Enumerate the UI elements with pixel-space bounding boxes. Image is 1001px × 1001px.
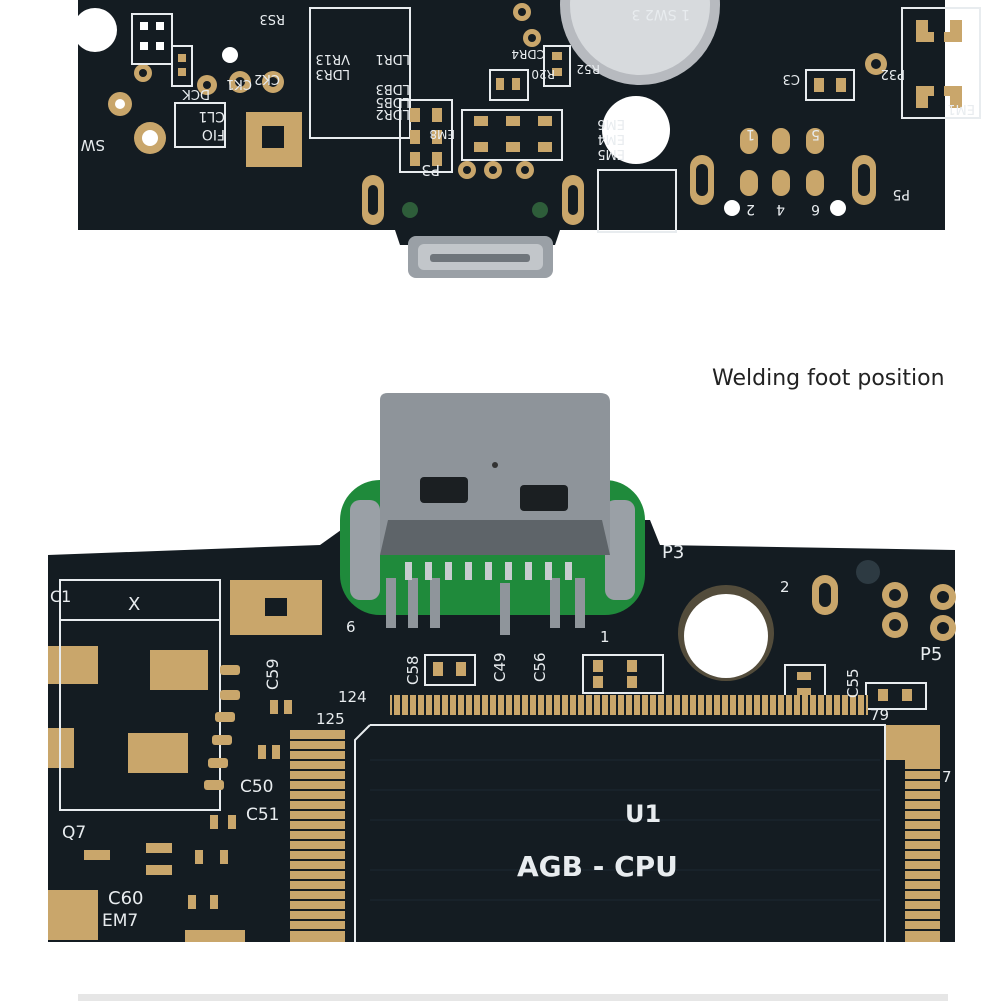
svg-text:CL1: CL1: [199, 108, 225, 124]
svg-text:C55: C55: [844, 668, 862, 698]
svg-text:EM6: EM6: [597, 116, 625, 131]
svg-text:1: 1: [600, 628, 610, 646]
top-label-p3: P3: [421, 161, 440, 179]
svg-text:C56: C56: [531, 652, 549, 682]
svg-text:CDR4: CDR4: [511, 47, 545, 61]
svg-text:C60: C60: [108, 888, 143, 909]
svg-text:1: 1: [746, 126, 755, 142]
svg-text:5: 5: [811, 126, 820, 142]
top-board: P3 EM8 EM4 EM5 EM6 P5 P32 EM1 C3 CL1 FIO…: [73, 0, 981, 278]
svg-text:EM7: EM7: [102, 911, 138, 931]
svg-text:2: 2: [746, 201, 755, 217]
svg-text:DCK: DCK: [182, 86, 210, 101]
svg-text:CK1: CK1: [226, 76, 252, 91]
svg-text:C49: C49: [491, 652, 509, 682]
svg-text:4: 4: [776, 201, 785, 217]
svg-text:X: X: [128, 594, 140, 615]
svg-text:LDR3: LDR3: [315, 66, 350, 81]
svg-text:2: 2: [780, 578, 790, 596]
svg-text:EM1: EM1: [947, 101, 975, 116]
svg-text:LDR1: LDR1: [375, 51, 410, 66]
svg-text:6: 6: [811, 201, 820, 217]
svg-text:7: 7: [942, 768, 952, 786]
caption-welding-foot-position: Welding foot position: [712, 366, 945, 391]
svg-text:C1: C1: [50, 587, 71, 606]
svg-text:P5: P5: [893, 186, 910, 202]
svg-text:VR13: VR13: [316, 51, 350, 66]
svg-text:1 SW2 3: 1 SW2 3: [632, 6, 690, 22]
svg-text:RS3: RS3: [259, 11, 285, 26]
svg-text:R52: R52: [576, 62, 600, 76]
svg-text:C50: C50: [240, 777, 274, 797]
svg-text:P5: P5: [920, 644, 942, 665]
svg-text:CK2: CK2: [254, 71, 280, 86]
svg-text:EM5: EM5: [597, 146, 625, 161]
svg-text:Q7: Q7: [62, 823, 86, 843]
svg-text:SW: SW: [80, 136, 105, 154]
svg-text:FIO: FIO: [202, 126, 225, 142]
svg-text:6: 6: [346, 618, 356, 636]
svg-text:LDB3: LDB3: [376, 81, 410, 96]
svg-text:LDR2: LDR2: [375, 106, 410, 121]
chip-label-u1: U1: [625, 800, 661, 828]
svg-text:R20: R20: [531, 67, 555, 81]
svg-text:125: 125: [316, 710, 345, 728]
svg-text:C51: C51: [246, 805, 280, 825]
svg-text:C3: C3: [783, 71, 800, 86]
svg-text:EM4: EM4: [597, 131, 625, 146]
svg-text:EM8: EM8: [429, 127, 455, 141]
svg-text:C58: C58: [404, 655, 422, 685]
chip-label-agb-cpu: AGB - CPU: [517, 850, 678, 883]
svg-text:P32: P32: [881, 66, 905, 81]
bottom-label-p3: P3: [662, 542, 684, 563]
svg-text:79: 79: [870, 706, 889, 724]
svg-text:LDB5: LDB5: [376, 94, 410, 109]
svg-text:C59: C59: [263, 658, 282, 690]
svg-text:124: 124: [338, 688, 367, 706]
bottom-board: P3 C1 X C59 C50 C51 Q7 C60 EM7 C58 C49 C…: [48, 393, 956, 942]
